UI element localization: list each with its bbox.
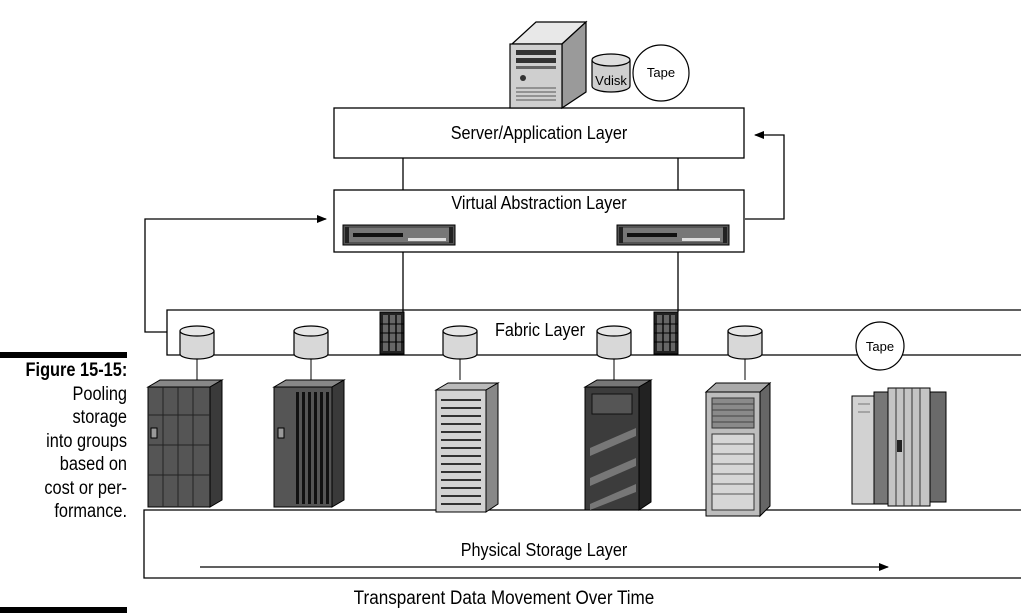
virtual-layer-label: Virtual Abstraction Layer [451,193,627,213]
right-arrow [745,131,785,220]
vdisk-label: Vdisk [595,73,627,88]
caption-line: into groups [46,430,127,452]
left-arrow [144,215,327,333]
storage-array-icon [851,387,947,507]
appliance-icon [342,224,456,246]
caption-line: Pooling [72,384,127,405]
caption-rule-top [0,352,127,358]
vdisk-icon [591,53,631,93]
caption-line: storage [72,407,127,429]
storage-array-icon [146,379,224,508]
fabric-layer-label: Fabric Layer [486,320,594,341]
caption-line: formance. [54,501,127,523]
tape-label: Tape [646,65,676,80]
storage-array-icon [583,379,653,511]
server-tower-icon [509,20,588,110]
bottom-caption: Transparent Data Movement Over Time [353,588,655,609]
figure-caption-text: Pooling storage into groups based on cos… [0,383,127,523]
fabric-switch-icon [379,311,405,355]
tape-icon [632,44,690,102]
fabric-tape-icon [855,321,905,371]
caption-line: based on [59,454,127,476]
disk-pool-icon [596,325,632,380]
disk-pool-icon [727,325,763,380]
fabric-tape-label: Tape [865,339,895,354]
fabric-switch-icon [653,311,679,355]
storage-array-icon [704,381,772,518]
appliance-icon [616,224,730,246]
storage-array-icon [434,382,500,513]
disk-pool-icon [293,325,329,380]
physical-layer-box [143,509,1021,579]
server-layer-label: Server/Application Layer [450,123,628,143]
disk-pool-icon [179,325,215,380]
disk-pool-icon [442,325,478,380]
caption-rule-bottom [0,607,127,613]
server-layer-box [333,107,745,159]
storage-array-icon [272,379,346,508]
figure-number: Figure 15-15: [25,360,127,381]
caption-line: cost or per- [44,477,127,499]
physical-layer-label: Physical Storage Layer [460,540,628,560]
